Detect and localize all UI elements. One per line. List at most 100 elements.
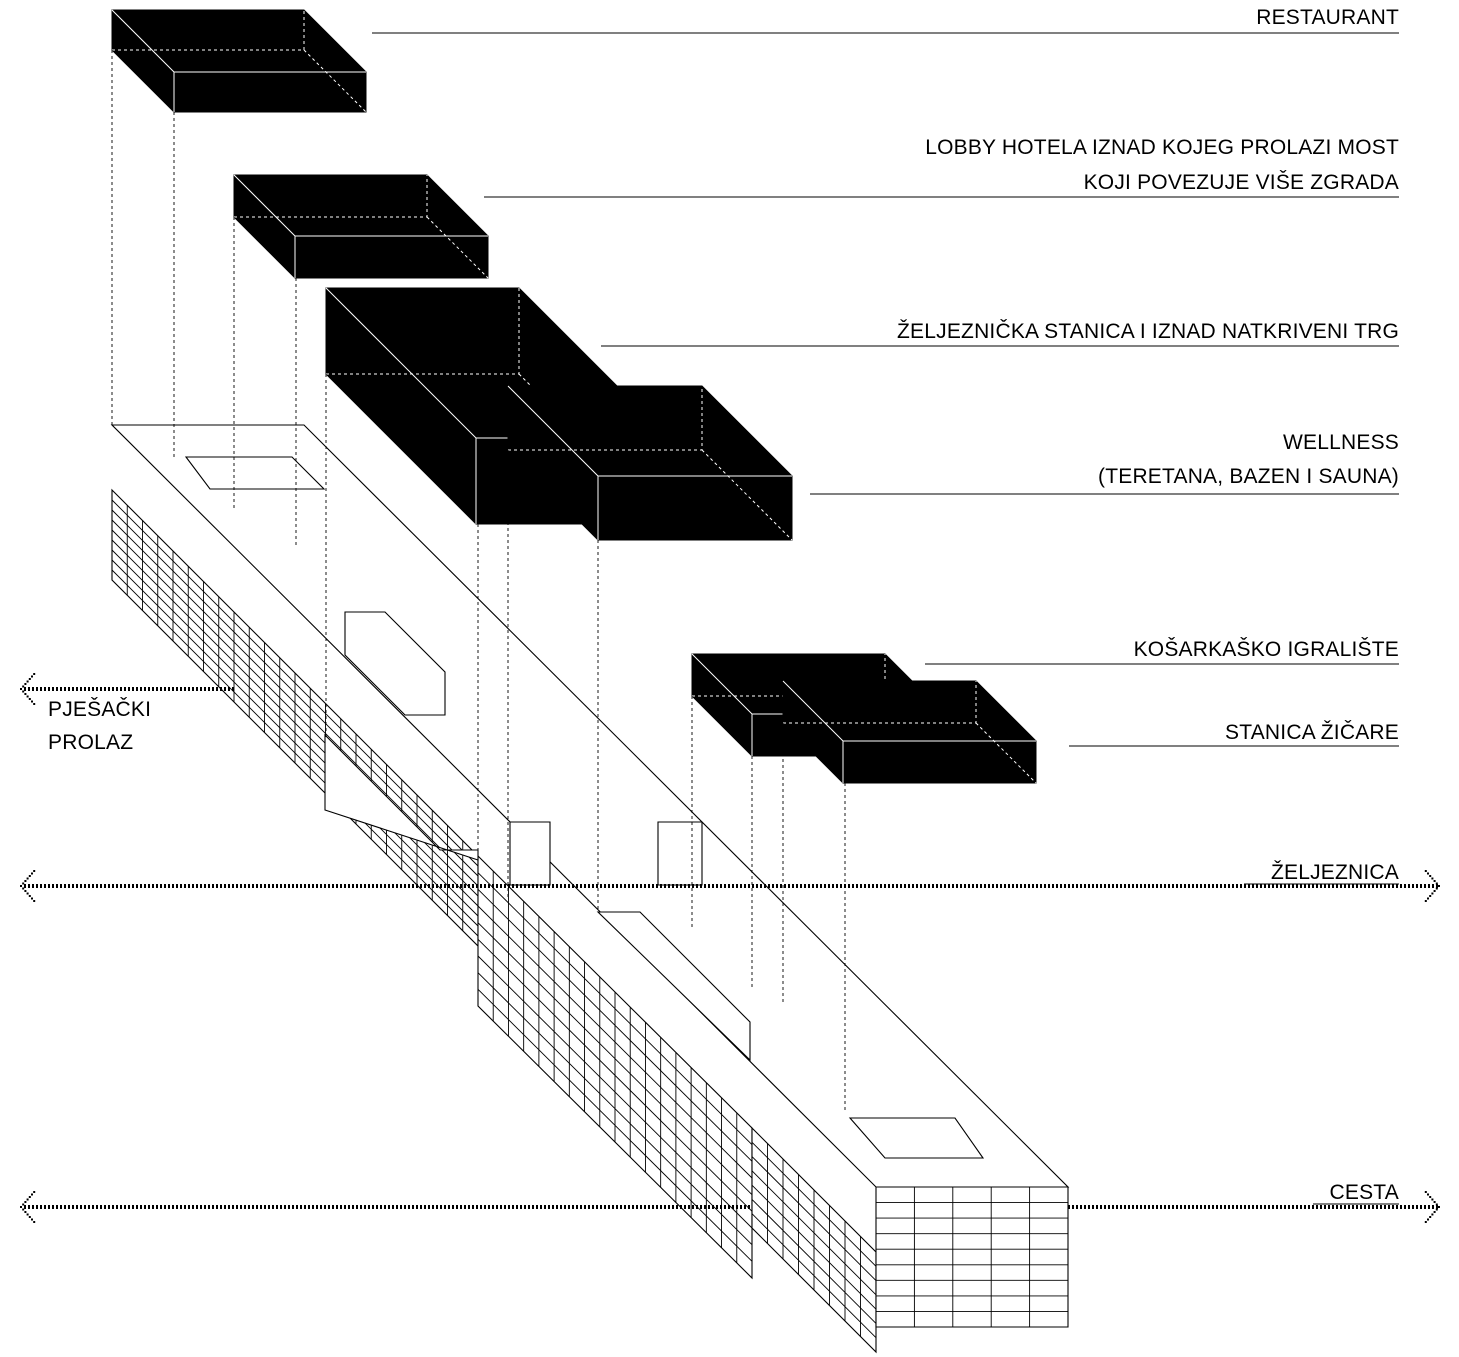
arrow-dot [33, 870, 36, 872]
arrow-dot [26, 877, 29, 880]
arrow-dot [33, 900, 36, 902]
arrowhead-railway-right [1424, 870, 1440, 902]
arrow-dot [1427, 872, 1429, 875]
arrow-dot [1433, 1211, 1436, 1213]
label-restaurant: RESTAURANT [1256, 6, 1399, 29]
facade-row [751, 1199, 877, 1324]
arrow-dot [1435, 882, 1438, 885]
volume-lobby [233, 174, 489, 279]
arrow-dot [1424, 1221, 1427, 1223]
arrow-dot [31, 872, 33, 875]
arrowhead-road-right [1424, 1191, 1440, 1223]
arrow-dot [1433, 880, 1436, 882]
step-lines [596, 911, 751, 1062]
arrow-dot [22, 1208, 25, 1211]
facade-row [751, 1213, 877, 1339]
label-wellness-line1: WELLNESS [1283, 431, 1399, 454]
arrow-dot [1427, 1218, 1429, 1221]
hidden-edge [426, 216, 489, 279]
facade-row [751, 1184, 877, 1310]
arrow-dot [33, 703, 36, 705]
facade-outline [875, 1186, 1069, 1328]
edge [691, 653, 753, 715]
arrow-dot [22, 882, 25, 885]
arrow-dot [1431, 877, 1434, 880]
edge [111, 9, 175, 73]
facade-row [477, 905, 753, 1179]
facade-middle [477, 854, 753, 1280]
facade-row [111, 539, 479, 907]
volume-restaurant [111, 9, 367, 113]
arrow-dot [28, 1196, 31, 1198]
arrow-dot [33, 673, 36, 675]
arrow-dot [24, 693, 27, 695]
route-arrows [20, 673, 1440, 1223]
volume-solid [782, 680, 1037, 784]
arrow-dot [1438, 885, 1440, 887]
facade-row [477, 972, 753, 1245]
arrow-dot [24, 880, 27, 882]
facade-row [477, 872, 753, 1145]
arrow-dot [1431, 892, 1434, 895]
arrowhead-pedestrian [20, 673, 36, 705]
leader-lines [111, 32, 1399, 1205]
arrow-dot [28, 678, 31, 680]
arrow-dot [1424, 870, 1427, 872]
facade-row [477, 989, 753, 1262]
arrow-dot [28, 895, 31, 897]
label-pedestrian-line2: PROLAZ [48, 731, 134, 754]
edge [233, 174, 296, 237]
arrow-dot [1429, 895, 1432, 897]
label-cable-car: STANICA ŽIČARE [1225, 721, 1399, 744]
arrow-dot [1424, 900, 1427, 902]
arrow-dot [20, 885, 22, 887]
arrow-dot [26, 1198, 29, 1201]
facade-row [477, 889, 753, 1162]
label-pedestrian-line1: PJEŠAČKI [48, 698, 152, 721]
arrow-dot [1431, 1213, 1434, 1216]
label-station-square: ŽELJEZNIČKA STANICA I IZNAD NATKRIVENI T… [897, 320, 1399, 343]
rail-opening-right [657, 821, 703, 886]
facade-row [751, 1170, 877, 1296]
facade-row [477, 955, 753, 1229]
facade-north [111, 488, 479, 948]
arrow-dot [28, 875, 31, 877]
arrow-dot [28, 698, 31, 700]
arrow-dot [1433, 890, 1436, 892]
arrow-dot [1427, 1193, 1429, 1196]
arrow-dot [1427, 897, 1429, 900]
arrow-dot [1429, 1196, 1432, 1198]
arrow-dot [1435, 1208, 1438, 1211]
label-railway: ŽELJEZNICA [1270, 861, 1399, 884]
arrow-dot [22, 1203, 25, 1206]
roof-opening-north [184, 456, 326, 490]
arrowhead-road-left [20, 1191, 36, 1223]
facade-row [111, 499, 479, 867]
edge [507, 385, 599, 477]
roof-block [344, 611, 446, 716]
hidden-edge [975, 722, 1037, 784]
arrow-dot [31, 1193, 33, 1196]
arrow-dot [24, 1211, 27, 1213]
facade-row [111, 519, 479, 887]
facade-row [751, 1156, 877, 1281]
arrow-dot [24, 1201, 27, 1203]
arrow-dot [1433, 1201, 1436, 1203]
arrow-dot [1429, 1216, 1432, 1218]
arrow-dot [31, 897, 33, 900]
arrow-dot [31, 675, 33, 678]
arrow-dot [33, 1191, 36, 1193]
arrow-dot [26, 680, 29, 683]
arrow-dot [22, 690, 25, 693]
arrow-dot [28, 1216, 31, 1218]
arrow-dot [20, 1206, 22, 1208]
arrow-dot [20, 688, 22, 690]
volume-wellness [507, 385, 793, 541]
facade-row [477, 922, 753, 1195]
arrow-dot [1438, 1206, 1440, 1208]
label-road: CESTA [1329, 1181, 1399, 1204]
arrow-dot [26, 892, 29, 895]
building-wireframe [110, 424, 1070, 1354]
